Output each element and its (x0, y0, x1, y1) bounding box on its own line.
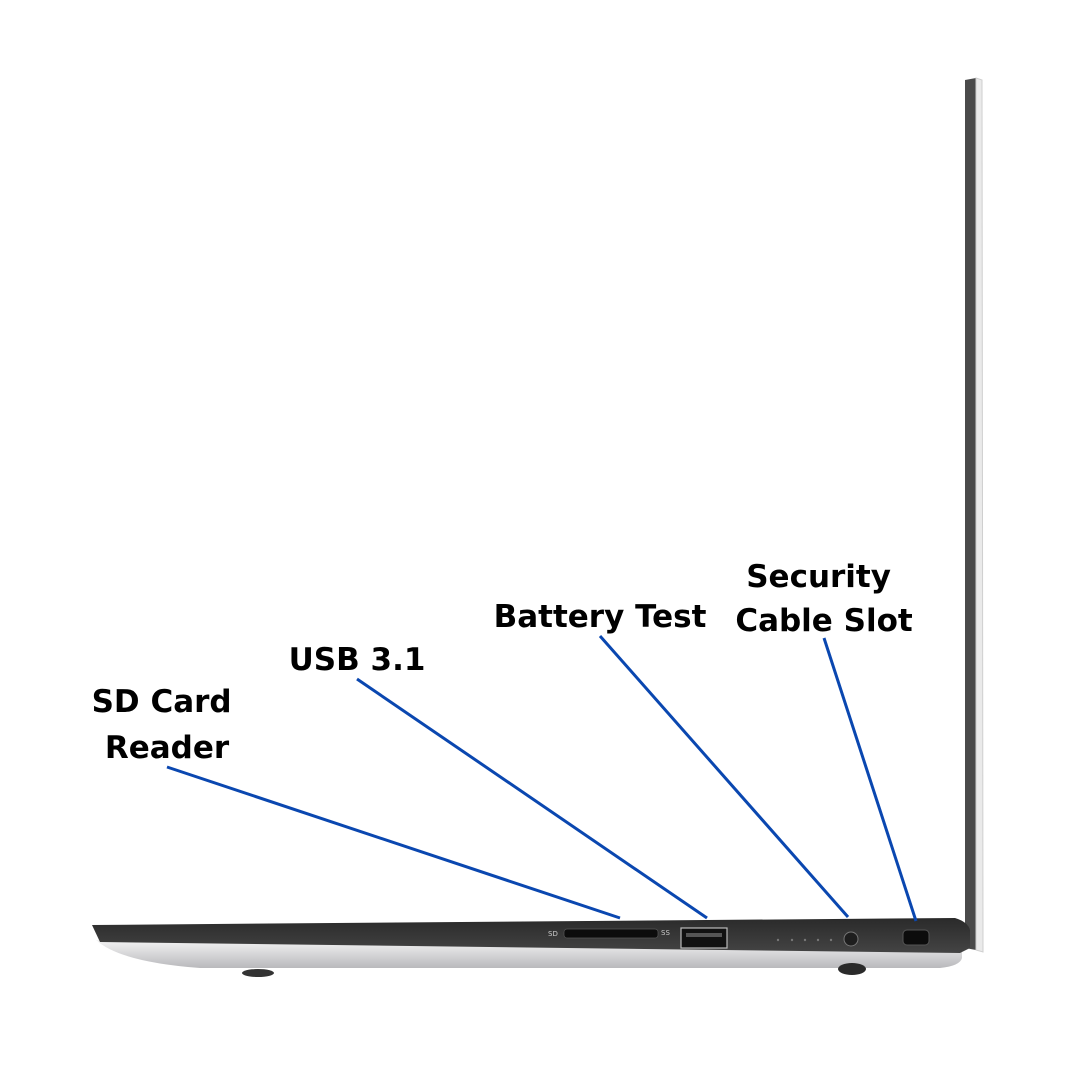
label-sd-card-reader: SD Card Reader (92, 684, 243, 766)
laptop-lid (965, 77, 984, 953)
battery-indicator-lights (776, 938, 833, 942)
sd-marking: SD (548, 930, 558, 938)
leader-line-security-slot (822, 637, 918, 922)
leader-line-usb (356, 677, 708, 920)
usb-marking: SS (661, 929, 670, 937)
label-security-cable-slot: Security Cable Slot (735, 559, 913, 639)
label-battery-test: Battery Test (494, 599, 707, 635)
label-usb: USB 3.1 (289, 642, 426, 678)
leader-line-battery-test (598, 635, 850, 918)
sd-card-slot: SD (548, 928, 659, 939)
security-cable-slot (902, 929, 930, 946)
leader-line-sd-card (166, 765, 621, 920)
usb-port: SS (661, 927, 728, 949)
battery-test-button (843, 931, 859, 947)
laptop-base (92, 918, 970, 977)
